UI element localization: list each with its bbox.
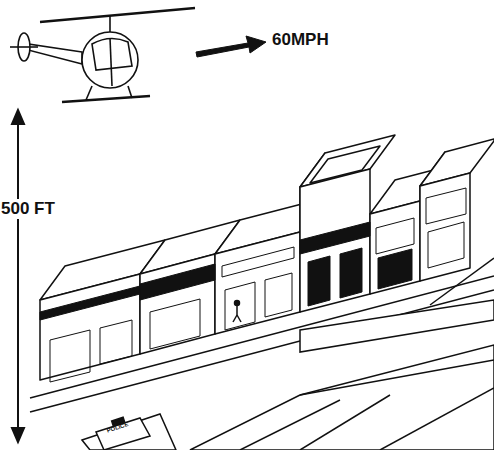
- awning: [40, 286, 140, 320]
- canopy-frame: [92, 38, 132, 70]
- motion-arrow: [196, 36, 266, 57]
- canopy-frame: [110, 38, 112, 86]
- main-rotor: [40, 8, 195, 22]
- leg: [237, 315, 241, 322]
- police-car: [82, 414, 176, 450]
- building-front: [215, 232, 300, 334]
- window: [50, 330, 90, 382]
- building-front: [420, 173, 470, 281]
- leg: [233, 315, 237, 322]
- skid: [62, 96, 150, 102]
- tail-rotor-blade: [10, 46, 38, 48]
- cross-street: [430, 258, 494, 305]
- arrow-head: [12, 428, 24, 442]
- building-front: [300, 169, 370, 312]
- pedestrian: [233, 301, 241, 323]
- roof-line: [300, 360, 494, 395]
- roof: [190, 345, 494, 450]
- window: [378, 249, 412, 289]
- sign-band: [140, 264, 215, 300]
- window: [426, 188, 466, 224]
- body: [236, 306, 238, 315]
- car-roof: [96, 418, 150, 450]
- altitude-label: 500 FT: [1, 199, 55, 219]
- roof-line: [380, 388, 494, 450]
- lower-buildings: [190, 300, 494, 450]
- window: [150, 299, 200, 349]
- sign-band: [222, 247, 294, 277]
- building-front: [370, 201, 420, 294]
- buildings: [40, 135, 494, 380]
- roof: [300, 300, 494, 352]
- window: [225, 282, 255, 330]
- window: [100, 320, 132, 364]
- window: [428, 222, 464, 268]
- rotor-mast: [109, 16, 111, 32]
- dimension-line: [17, 118, 19, 434]
- roof-line: [240, 400, 340, 450]
- cockpit-bubble: [82, 32, 138, 88]
- skid-strut: [86, 86, 92, 100]
- head: [235, 301, 240, 306]
- window: [265, 273, 292, 317]
- window: [376, 218, 414, 254]
- helicopter: [10, 8, 195, 102]
- window: [340, 248, 362, 298]
- arrow-head: [12, 110, 24, 124]
- altitude-arrow: [12, 110, 24, 442]
- window: [308, 256, 330, 306]
- building-front: [140, 254, 215, 354]
- speed-label: 60MPH: [272, 30, 329, 50]
- roof-line: [300, 395, 390, 450]
- car-body: [82, 414, 176, 450]
